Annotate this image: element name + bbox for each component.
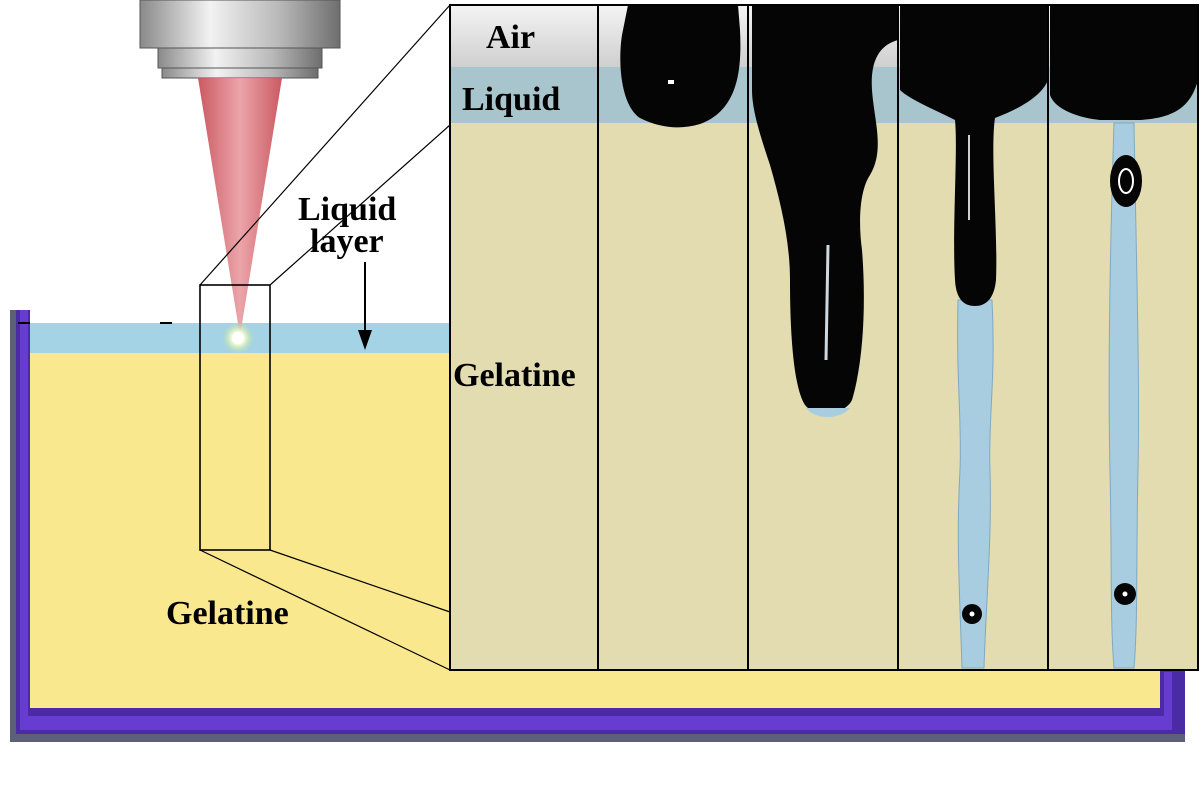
- lens-tip: [161, 67, 319, 79]
- panel-4: [898, 5, 1048, 670]
- panel-5-bubble-upper: [1110, 155, 1142, 207]
- panel-3: [748, 5, 898, 670]
- liquid-layer-arrow-head: [358, 330, 372, 350]
- panel-1-gelatine: [450, 123, 598, 670]
- panel-2: [598, 5, 748, 670]
- liquid-label: Liquid: [462, 81, 560, 118]
- gelatine-panel-label: Gelatine: [453, 357, 576, 394]
- zoom-line-top-right: [269, 124, 451, 286]
- laser-beam: [198, 78, 282, 336]
- panel-5-cavity: [1050, 5, 1198, 120]
- gelatine-tank-label: Gelatine: [166, 595, 289, 632]
- objective-lens: [139, 0, 341, 79]
- zoom-line-top-left: [199, 4, 451, 286]
- zoom-line-bottom-right: [269, 549, 451, 613]
- panel-5-jet: [1108, 122, 1140, 669]
- container-left-shadow: [10, 310, 16, 740]
- panel-5-bubble-upper-glint: [1118, 168, 1134, 194]
- panel-1-liquid: [450, 67, 598, 123]
- liquid-layer-label-line2: layer: [310, 223, 384, 260]
- panel-2-bubble-highlight: [668, 80, 674, 84]
- panel-5-bubble-lower-glint: [1122, 591, 1128, 597]
- zoom-line-bottom-left: [199, 549, 451, 671]
- panel-4-jet: [957, 299, 994, 669]
- panel-3-highlight: [824, 244, 830, 361]
- lens-ring: [157, 47, 323, 69]
- panel-2-gelatine: [598, 123, 748, 670]
- panel-1-air: [450, 5, 598, 67]
- panel-5: [1048, 5, 1198, 670]
- panels-frame: [449, 4, 1199, 671]
- container: [10, 310, 1185, 742]
- panel-3-cavity: [752, 5, 898, 414]
- photo-panels: [449, 4, 1199, 671]
- zoom-box: [199, 284, 271, 551]
- panel-4-small-bubble-glint: [969, 611, 975, 617]
- air-label: Air: [486, 19, 535, 56]
- focus-spot-core: [232, 332, 244, 344]
- container-bottom-shadow: [10, 734, 1185, 742]
- liquid-layer-label-line1: Liquid: [298, 191, 396, 228]
- panel-2-bubble: [620, 5, 741, 128]
- lens-body: [139, 0, 341, 49]
- panel-3-jet-tip: [806, 408, 850, 417]
- panel-4-cavity: [900, 5, 1048, 306]
- panel-1: [450, 5, 598, 670]
